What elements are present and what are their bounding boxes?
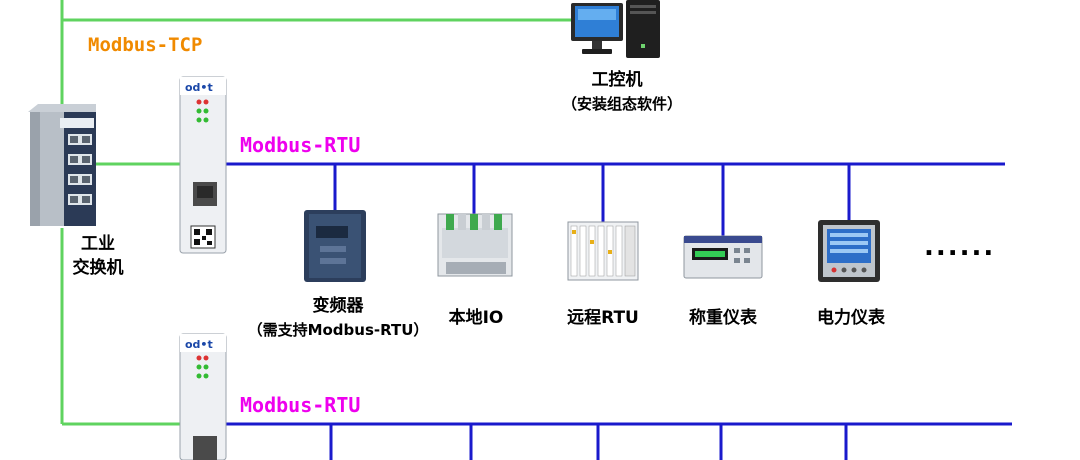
more-devices-ellipsis: ...... (924, 232, 996, 262)
switch-label-line2: 交换机 (72, 258, 124, 278)
local-io-label: 本地IO (448, 308, 504, 328)
modbus-rtu-label-1: Modbus-RTU (240, 133, 361, 157)
switch-label-line1: 工业 (81, 234, 115, 254)
remote-rtu-label: 远程RTU (567, 308, 639, 328)
vfd-label: 变频器 （需支持Modbus-RTU） (242, 294, 434, 342)
gateway-2-brand: od•t (185, 338, 213, 351)
ethernet-lines (60, 0, 575, 426)
industrial-switch-icon (28, 104, 96, 226)
vfd-note: （需支持Modbus-RTU） (247, 321, 429, 339)
local-io-icon (437, 213, 513, 277)
weighing-label: 称重仪表 (689, 308, 757, 328)
weighing-indicator-icon (683, 235, 763, 279)
vfd-name: 变频器 (312, 296, 364, 316)
switch-label: 工业 交换机 (58, 232, 138, 280)
rtu-bus-2 (226, 422, 1012, 460)
pc-label: 工控机 （安装组态软件） (562, 68, 683, 116)
vfd-icon (304, 210, 366, 282)
modbus-tcp-label: Modbus-TCP (88, 34, 203, 56)
modbus-rtu-label-2: Modbus-RTU (240, 393, 361, 417)
pc-name: 工控机 (591, 70, 643, 90)
industrial-pc-icon (571, 0, 660, 58)
power-meter-icon (818, 220, 880, 282)
gateway-1-brand: od•t (185, 81, 213, 94)
remote-rtu-icon (567, 221, 639, 281)
gateway-2-icon: od•t (179, 333, 227, 460)
gateway-1-icon: od•t (179, 76, 227, 254)
rtu-bus-1 (226, 162, 1005, 236)
pc-note: （安装组态软件） (562, 95, 683, 113)
power-meter-label: 电力仪表 (817, 308, 885, 328)
